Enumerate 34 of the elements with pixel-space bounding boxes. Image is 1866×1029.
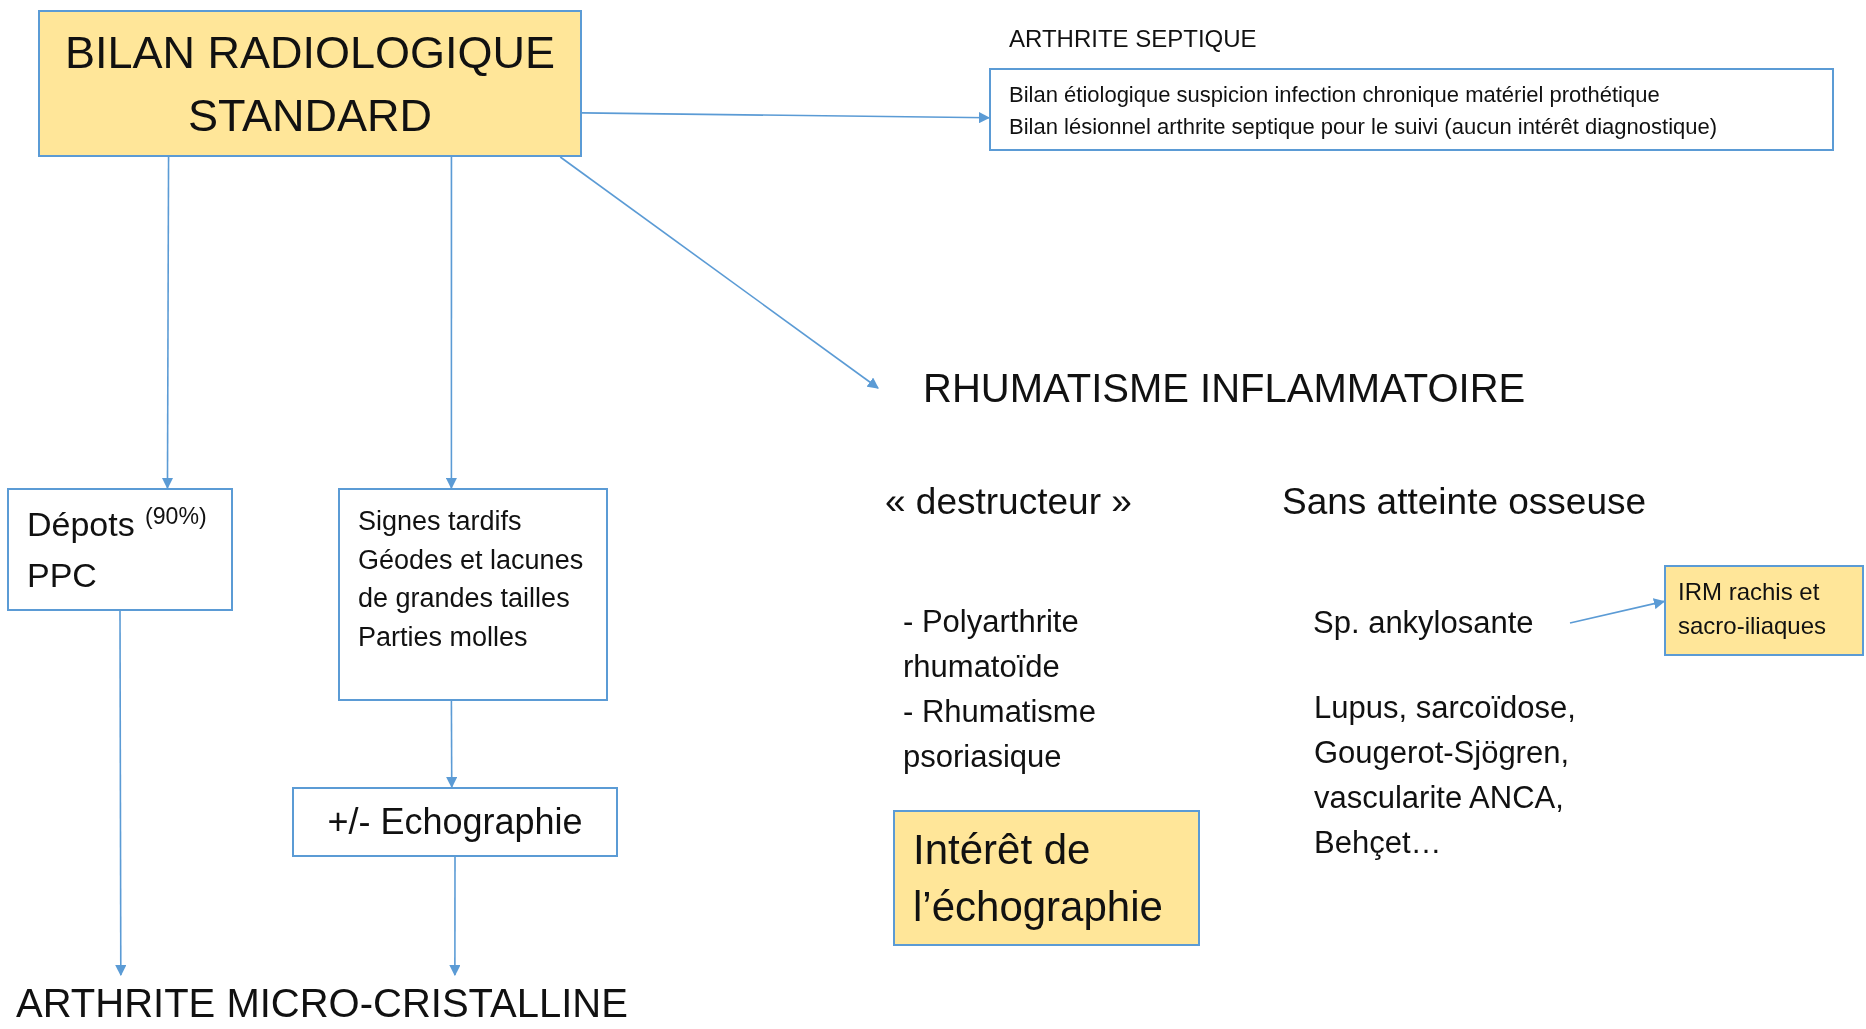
note-text: « destructeur »: [885, 480, 1133, 524]
node-text: Signes tardifs: [358, 505, 522, 538]
node-text: Bilan étiologique suspicion infection chronique matériel prothétique: [1009, 81, 1660, 109]
node-text: ARTHRITE MICRO-CRISTALLINE: [16, 980, 628, 1027]
node-text: Bilan lésionnel arthrite septique pour le suivi (aucun intérêt diagnostique): [1009, 112, 1718, 141]
arrow: [445, 156, 457, 490]
node-text: +/- Echographie: [327, 800, 583, 844]
arrow: [446, 700, 458, 789]
node-text: RHUMATISME INFLAMMATOIRE: [923, 365, 1526, 412]
arrow: [1569, 598, 1666, 624]
note-text: Lupus, sarcoïdose, Gougerot-Sjögren, vascularite ANCA, Behçet…: [1314, 689, 1577, 862]
process-box: [7, 488, 233, 611]
note-text: - Rhumatisme psoriasique: [903, 693, 1097, 776]
node-text: Parties molles: [358, 620, 528, 654]
process-box: [38, 10, 582, 157]
section-heading: ARTHRITE SEPTIQUE: [1009, 24, 1257, 54]
node-text: Sp. ankylosante: [1313, 604, 1534, 642]
note-text: Sans atteinte osseuse: [1282, 480, 1648, 524]
arrow: [581, 112, 991, 124]
node-text: BILAN RADIOLOGIQUE STANDARD: [63, 25, 557, 143]
arrow: [449, 856, 461, 977]
arrow: [115, 610, 127, 977]
node-text: IRM rachis et sacro-iliaques: [1678, 577, 1828, 641]
node-text: Géodes et lacunes de grandes tailles: [358, 543, 585, 616]
node-text: Intérêt de l’échographie: [913, 825, 1164, 932]
process-box: [292, 787, 618, 857]
arrow: [161, 156, 174, 490]
percentage-text: (90%): [145, 501, 207, 531]
node-text: Dépots PPC: [27, 503, 136, 596]
arrow: [559, 156, 879, 389]
process-box: [893, 810, 1200, 946]
note-text: - Polyarthrite rhumatoïde: [903, 603, 1080, 686]
process-box: [1664, 565, 1864, 656]
process-box: [338, 488, 608, 701]
